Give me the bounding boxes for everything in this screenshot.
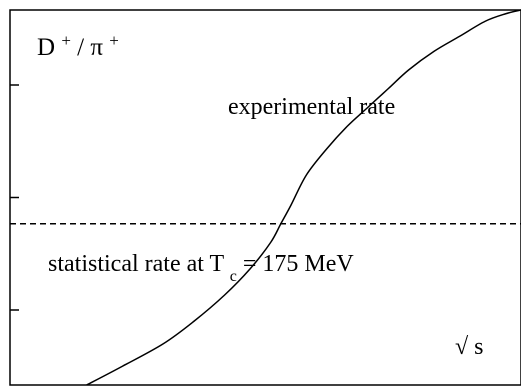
y-axis-label: D + / π + — [37, 25, 119, 61]
y-axis-label-denominator: π — [90, 34, 103, 61]
x-axis-variable: s — [474, 334, 483, 360]
plot-frame — [9, 9, 521, 386]
statistical-rate-label-suffix: = 175 MeV — [243, 251, 355, 277]
x-axis-label: √ s — [455, 334, 484, 360]
y-axis-label-slash: / — [77, 34, 84, 61]
statistical-rate-label: statistical rate at T c = 175 MeV — [48, 251, 354, 287]
y-axis-label-denominator-superscript: + — [109, 31, 119, 50]
experimental-rate-label: experimental rate — [228, 94, 395, 120]
x-axis-radical: √ — [455, 334, 469, 360]
y-axis-label-numerator-superscript: + — [61, 31, 71, 50]
experimental-rate-curve — [86, 9, 521, 386]
y-axis-label-numerator: D — [37, 34, 55, 61]
y-ticks — [10, 84, 19, 311]
statistical-rate-label-prefix: statistical rate at T — [48, 251, 224, 277]
statistical-rate-label-subscript: c — [230, 268, 237, 285]
